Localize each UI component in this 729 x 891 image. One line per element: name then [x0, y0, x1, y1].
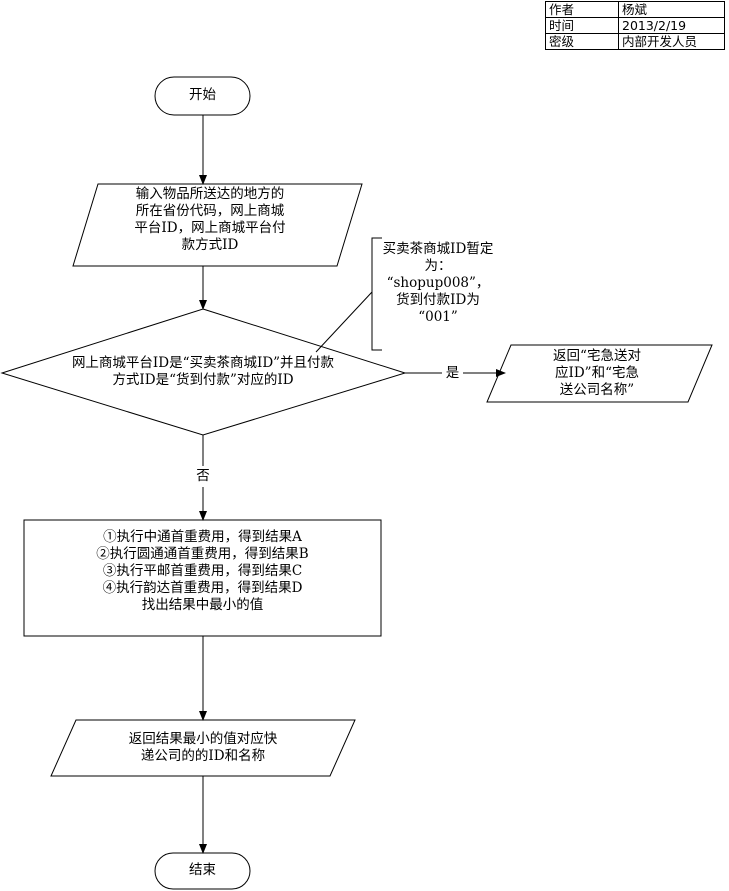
yes-label: 是	[442, 365, 463, 382]
note-leader-line	[315, 291, 373, 353]
classification-value: 内部开发人员	[618, 33, 725, 50]
no-label: 否	[192, 468, 214, 485]
yes-output-text: 返回“宅急送对 应ID”和“宅急 送公司名称”	[553, 348, 641, 398]
classification-row: 密级 内部开发人员	[545, 33, 725, 50]
result-output-text: 返回结果最小的值对应快 递公司的的ID和名称	[128, 731, 278, 764]
document-info-table: 作者 杨斌 时间 2013/2/19 密级 内部开发人员	[545, 1, 725, 50]
end-label: 结束	[189, 862, 216, 878]
input-parallelogram	[72, 183, 363, 267]
process-text: ①执行中通首重费用，得到结果A ②执行圆通通首重费用，得到结果B ③执行平邮首重…	[96, 529, 309, 613]
process-box	[23, 519, 382, 637]
decision-text: 网上商城平台ID是“买卖茶商城ID”并且付款 方式ID是“货到付款”对应的ID	[71, 355, 335, 388]
result-output-parallelogram	[50, 719, 356, 777]
input-text: 输入物品所送达的地方的 所在省份代码，网上商城 平台ID，网上商城平台付 款方式…	[134, 186, 286, 253]
note-bracket	[371, 237, 382, 351]
yes-output-parallelogram	[486, 344, 713, 403]
start-label: 开始	[189, 87, 216, 103]
annotation-note: 买卖茶商城ID暂定 为： “shopup008”， 货到付款ID为 “001”	[382, 241, 494, 325]
classification-key: 密级	[545, 33, 619, 50]
